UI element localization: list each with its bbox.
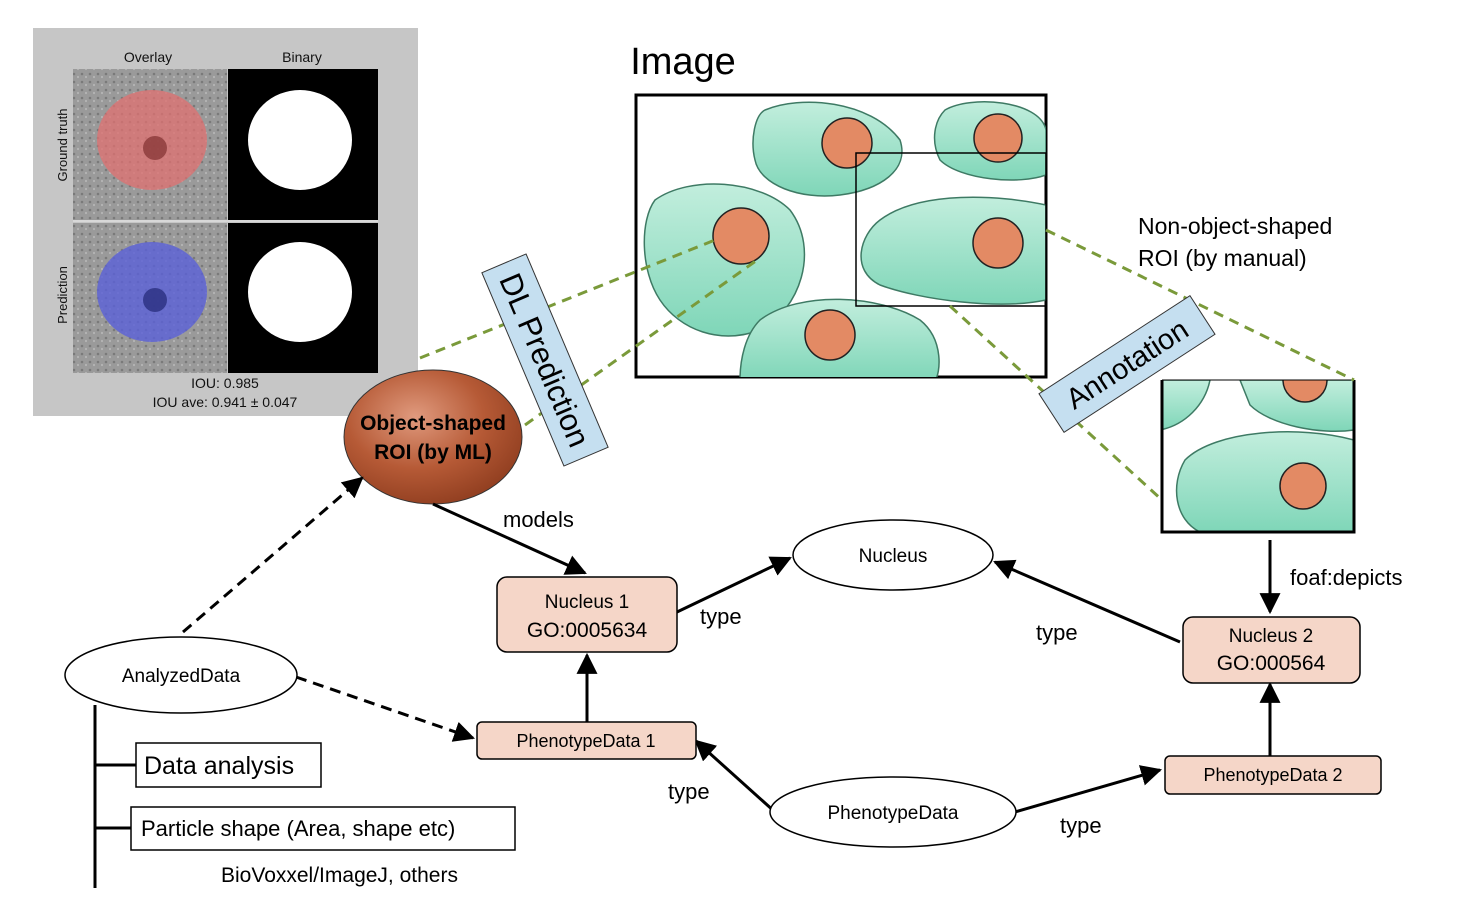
svg-text:GO:0005634: GO:0005634	[527, 619, 648, 642]
cell-image	[634, 93, 1048, 379]
row-label-prediction: Prediction	[55, 266, 70, 324]
edge-label-type-phenotype1: type	[668, 779, 710, 804]
dashed-edges	[182, 476, 475, 742]
node-analyzed-data: AnalyzedData	[64, 636, 298, 714]
node-nucleus-1: Nucleus 1 GO:0005634	[496, 576, 678, 653]
graph-edges	[432, 502, 1281, 814]
col-label-binary: Binary	[282, 49, 322, 65]
image-title: Image	[630, 41, 736, 83]
nucleus-shape	[821, 117, 873, 169]
svg-text:Object-shaped: Object-shaped	[360, 412, 506, 435]
edge-label-foaf-depicts: foaf:depicts	[1290, 565, 1403, 590]
svg-text:Nucleus 2: Nucleus 2	[1229, 626, 1314, 647]
node-phenotype-data: PhenotypeData	[769, 776, 1017, 848]
edge-label-type-nucleus1: type	[700, 604, 742, 629]
non-object-roi-label-line1: Non-object-shaped	[1138, 213, 1332, 239]
svg-text:PhenotypeData: PhenotypeData	[828, 803, 959, 824]
svg-text:PhenotypeData 1: PhenotypeData 1	[516, 731, 655, 751]
node-nucleus-2: Nucleus 2 GO:000564	[1182, 616, 1361, 684]
node-nucleus: Nucleus	[792, 519, 994, 591]
col-label-overlay: Overlay	[124, 49, 172, 65]
object-shaped-roi-node: Object-shaped ROI (by ML)	[343, 369, 523, 505]
svg-text:Particle shape (Area, shape et: Particle shape (Area, shape etc)	[141, 816, 455, 841]
non-object-roi-label-line2: ROI (by manual)	[1138, 245, 1307, 271]
edge-label-type-nucleus2: type	[1036, 620, 1078, 645]
svg-text:Nucleus: Nucleus	[859, 546, 928, 567]
tree-item-biovoxxel: BioVoxxel/ImageJ, others	[221, 864, 458, 887]
iou-average: IOU ave: 0.941 ± 0.047	[153, 394, 298, 410]
edge-label-type-phenotype2: type	[1060, 813, 1102, 838]
svg-text:Nucleus 1: Nucleus 1	[545, 592, 630, 613]
analysis-tree: Data analysis Particle shape (Area, shap…	[93, 705, 516, 888]
svg-text:Data analysis: Data analysis	[144, 752, 294, 780]
tree-item-particle-shape: Particle shape (Area, shape etc)	[130, 806, 516, 851]
iou-value: IOU: 0.985	[191, 375, 259, 391]
edge-label-models: models	[503, 507, 574, 532]
node-phenotype-data-1: PhenotypeData 1	[476, 721, 697, 760]
svg-text:AnalyzedData: AnalyzedData	[122, 666, 241, 687]
svg-text:ROI (by ML): ROI (by ML)	[374, 441, 492, 464]
row-label-ground-truth: Ground truth	[55, 109, 70, 182]
svg-text:PhenotypeData 2: PhenotypeData 2	[1203, 765, 1342, 785]
svg-text:GO:000564: GO:000564	[1217, 652, 1326, 675]
node-phenotype-data-2: PhenotypeData 2	[1164, 755, 1382, 795]
manual-roi-inset	[1160, 379, 1356, 534]
em-segmentation-panel: Overlay Binary Ground truth Prediction I…	[33, 28, 418, 416]
tree-item-data-analysis: Data analysis	[135, 742, 322, 788]
